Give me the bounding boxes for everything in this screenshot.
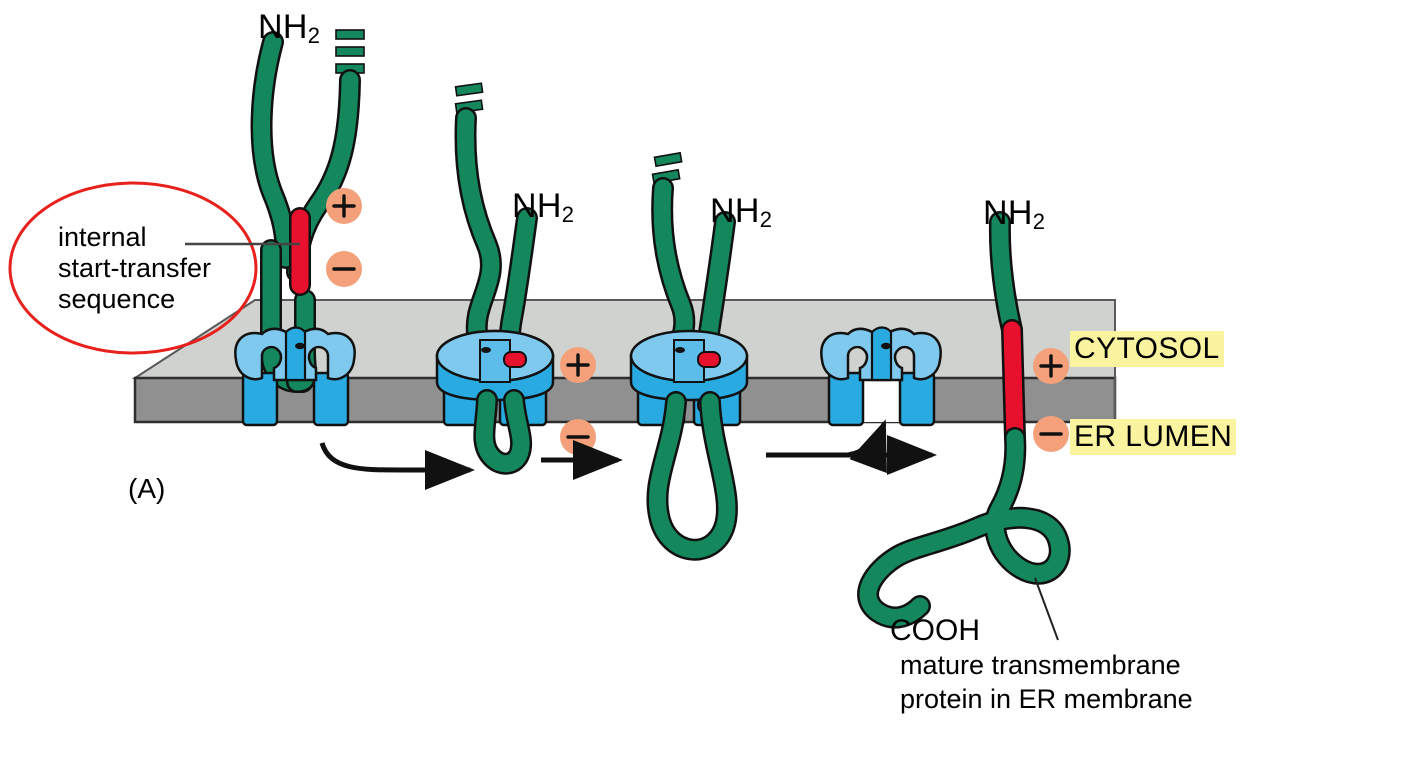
internal-start-transfer-segment-stage2 xyxy=(503,351,527,368)
mature-protein-caption-line-1: mature transmembrane xyxy=(900,650,1181,680)
charge-circles xyxy=(326,188,1069,455)
chain-break-dashes-stage1 xyxy=(335,29,365,74)
polypeptide-nh2-limb-stage1 xyxy=(253,33,295,267)
nh2-label-stage5: NH2 xyxy=(983,194,1046,234)
nh2-label-stage3: NH2 xyxy=(710,192,773,232)
annotation-ellipse xyxy=(8,181,258,355)
stage-4-empty-translocon xyxy=(820,326,942,427)
internal-start-transfer-segment-stage3 xyxy=(697,351,721,368)
internal-start-transfer-annotation xyxy=(8,181,300,355)
translocon-pore-dot-stage1 xyxy=(295,342,305,350)
stage-1-hairpin-docking xyxy=(234,29,365,427)
polypeptide-lumen-loop-stage3 xyxy=(648,393,736,559)
translocon-stage2 xyxy=(435,329,555,427)
mature-protein-caption-line-2: protein in ER membrane xyxy=(900,684,1193,714)
mature-protein-leader-line xyxy=(1034,577,1059,641)
translocon-pore-dot-stage2 xyxy=(481,347,491,353)
stage-5-mature-protein xyxy=(857,211,1071,641)
polypeptide-lumen-loop-stage2 xyxy=(475,391,530,473)
arrow-stage4-curve-into-translocon xyxy=(847,419,887,474)
polypeptide-luminal-domain-stage5 xyxy=(859,429,1069,626)
charge-plus-stage5 xyxy=(1033,348,1069,384)
annotation-line-1: internal xyxy=(58,222,147,252)
nh2-label-stage1: NH2 xyxy=(258,8,321,48)
er-lumen-label: ER LUMEN xyxy=(1070,419,1237,455)
charge-plus-stage1 xyxy=(326,188,362,224)
charge-minus-stage1 xyxy=(326,251,362,287)
cooh-label: COOH xyxy=(890,614,980,647)
translocon-pore-dot-stage3 xyxy=(675,347,685,353)
charge-minus-stage5 xyxy=(1033,416,1069,452)
panel-label: (A) xyxy=(128,473,166,504)
annotation-line-3: sequence xyxy=(58,284,176,314)
charge-minus-stage2 xyxy=(560,419,596,455)
cytosol-label: CYTOSOL xyxy=(1070,331,1224,367)
translocon-stage1 xyxy=(234,326,356,427)
process-arrows xyxy=(319,419,937,490)
transmembrane-segment-stage5 xyxy=(1003,321,1024,447)
charge-plus-stage2 xyxy=(560,347,596,383)
membrane-gap-stage4 xyxy=(857,378,905,422)
er-membrane xyxy=(131,299,1117,424)
stage-3-chain-translocating xyxy=(629,151,749,561)
nh2-label-stage2: NH2 xyxy=(512,187,575,227)
annotation-line-2: start-transfer xyxy=(58,253,212,283)
arrow-stage1-curve xyxy=(319,442,405,473)
stage-2-signal-inserted xyxy=(435,82,555,475)
translocon-pore-dot-stage4 xyxy=(881,342,891,350)
